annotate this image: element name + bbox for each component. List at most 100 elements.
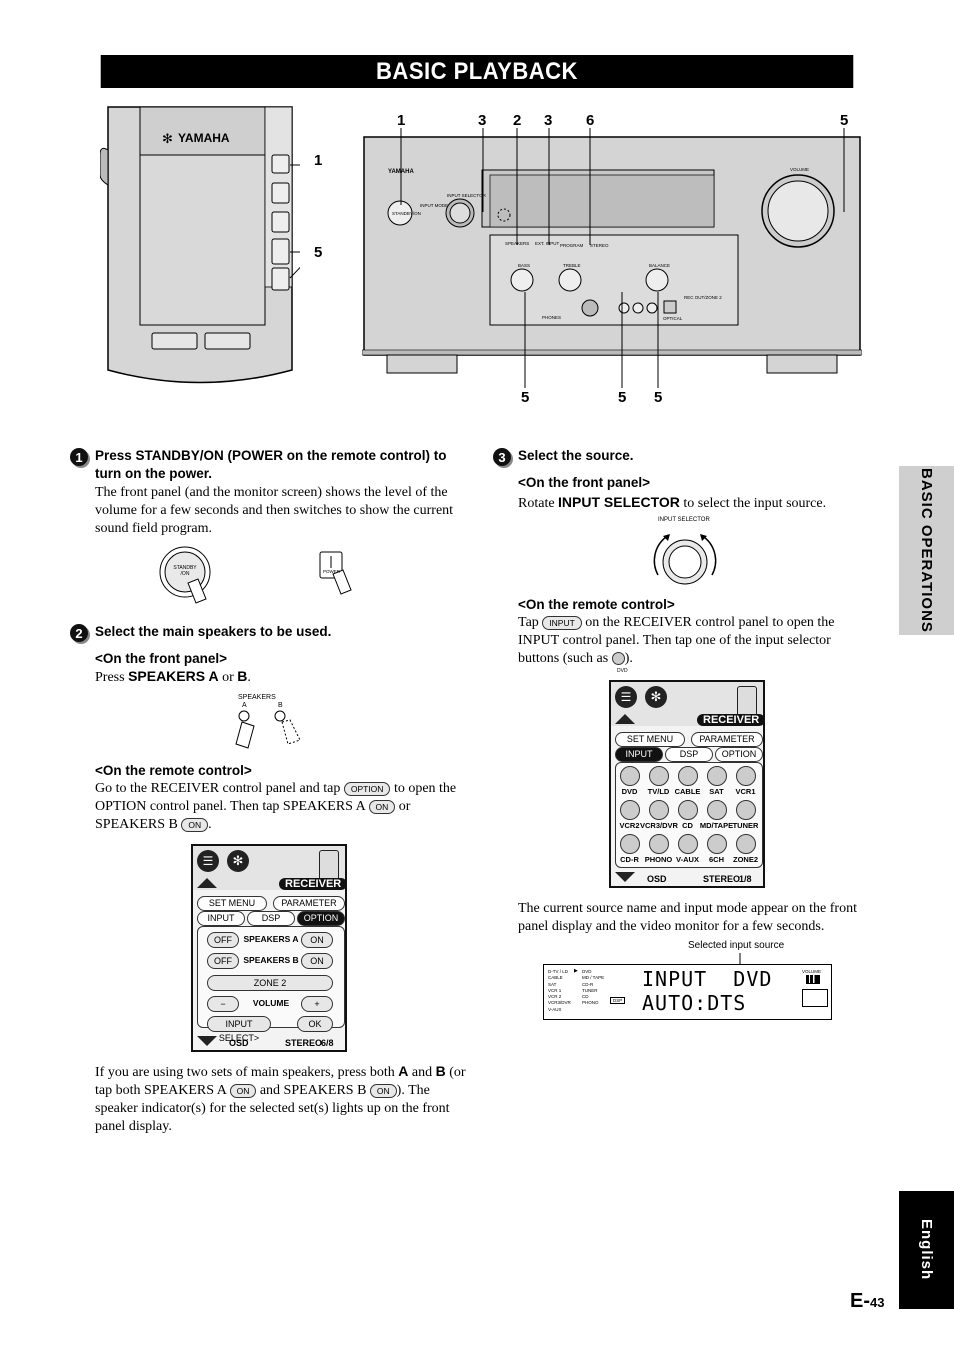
speakers-b-row-label: SPEAKERS B	[243, 955, 299, 965]
input-button-tv-ld[interactable]: TV/LD	[644, 766, 673, 798]
yamaha-logo: YAMAHA	[178, 131, 230, 145]
input-button-cable[interactable]: CABLE	[673, 766, 702, 798]
input-button-v-aux[interactable]: V-AUX	[673, 834, 702, 866]
callout-top-2: 2	[513, 112, 522, 129]
stereo-label: STEREO	[703, 874, 741, 884]
zone2-button[interactable]: ZONE 2	[207, 975, 333, 991]
speakers-illus-a: A	[242, 702, 247, 709]
input-button-circle[interactable]	[649, 834, 669, 854]
input-button-sat[interactable]: SAT	[702, 766, 731, 798]
input-button-label: TV/LD	[647, 787, 670, 796]
input-button-circle[interactable]	[678, 834, 698, 854]
ext-input-label: EXT. INPUT	[535, 241, 560, 246]
speakers-a-on-button[interactable]: ON	[301, 932, 333, 948]
tab-set-menu[interactable]: SET MENU	[197, 896, 267, 911]
input-button-label: MD/TAPE	[699, 821, 734, 830]
input-button-cd-r[interactable]: CD-R	[615, 834, 644, 866]
input-button-circle[interactable]	[736, 834, 756, 854]
input-button-circle[interactable]	[707, 800, 727, 820]
display-volume-label: VOLUME	[802, 969, 822, 974]
section-tab: BASIC OPERATIONS	[899, 466, 954, 635]
tab-parameter[interactable]: PARAMETER	[273, 896, 345, 911]
input-button-label: CABLE	[674, 787, 701, 796]
callout-top-1: 1	[397, 112, 406, 129]
input-button-vcr2[interactable]: VCR2	[615, 800, 644, 832]
yamaha-emblem-icon[interactable]: ✻	[227, 850, 249, 872]
input-button-circle[interactable]	[620, 800, 640, 820]
tab-dsp[interactable]: DSP	[247, 911, 295, 926]
tab-dsp[interactable]: DSP	[665, 747, 713, 762]
input-button-zone2[interactable]: ZONE2	[731, 834, 760, 866]
input-button-circle[interactable]	[736, 766, 756, 786]
osd-label[interactable]: OSD	[229, 1038, 249, 1048]
tab-input[interactable]: INPUT	[197, 911, 245, 926]
input-button-circle[interactable]	[649, 800, 669, 820]
source-item: PHONO	[582, 1000, 599, 1006]
callout-bottom-5a: 5	[521, 389, 530, 406]
volume-plus-button[interactable]: +	[301, 996, 333, 1012]
tab-set-menu[interactable]: SET MENU	[615, 732, 685, 747]
input-button-cd[interactable]: CD	[673, 800, 702, 832]
tab-option[interactable]: OPTION	[297, 911, 345, 926]
speakers-b-on-button[interactable]: ON	[301, 953, 333, 969]
ok-button[interactable]: OK	[297, 1016, 333, 1032]
volume-minus-button[interactable]: −	[207, 996, 239, 1012]
input-button-label: VCR3/DVR	[640, 821, 678, 830]
step-1-body: The front panel (and the monitor screen)…	[95, 485, 454, 536]
callout-remote-power: 1	[314, 152, 323, 169]
source-item: VCR 1	[548, 987, 562, 993]
step-3-front-head: <On the front panel>	[518, 475, 651, 490]
menu-icon[interactable]: ☰	[197, 850, 219, 872]
optical-label: OPTICAL	[663, 316, 683, 321]
input-button-circle[interactable]	[678, 800, 698, 820]
dvd-circle-icon	[611, 652, 625, 666]
input-button-md-tape[interactable]: MD/TAPE	[700, 800, 733, 832]
input-button-vcr1[interactable]: VCR1	[731, 766, 760, 798]
tab-input[interactable]: INPUT	[615, 747, 663, 762]
power-button-illustration: POWER	[317, 550, 357, 598]
down-arrow-icon[interactable]	[197, 1036, 217, 1046]
receiver-header: RECEIVER	[697, 714, 763, 726]
input-button-circle[interactable]	[620, 766, 640, 786]
input-button-circle[interactable]	[678, 766, 698, 786]
receiver-header: RECEIVER	[279, 878, 345, 890]
input-button-circle[interactable]	[620, 834, 640, 854]
input-button-label: TUNER	[732, 821, 759, 830]
input-button-vcr3-dvr[interactable]: VCR3/DVR	[640, 800, 678, 832]
input-button-circle[interactable]	[707, 834, 727, 854]
input-button-6ch[interactable]: 6CH	[702, 834, 731, 866]
input-button-circle[interactable]	[707, 766, 727, 786]
yamaha-emblem-icon[interactable]: ✻	[645, 686, 667, 708]
tab-option[interactable]: OPTION	[715, 747, 763, 762]
input-button-label: VCR2	[619, 821, 640, 830]
speakers-b-off-button[interactable]: OFF	[207, 953, 239, 969]
tab-parameter[interactable]: PARAMETER	[691, 732, 763, 747]
speakers-a-off-button[interactable]: OFF	[207, 932, 239, 948]
input-select-button[interactable]: INPUT SELECT>	[207, 1016, 271, 1043]
input-button-label: ZONE2	[732, 855, 758, 864]
step-2-front-text: Press SPEAKERS A or B.	[95, 668, 251, 685]
input-button-phono[interactable]: PHONO	[644, 834, 673, 866]
up-arrow-icon[interactable]	[197, 878, 217, 888]
input-button-circle[interactable]	[649, 766, 669, 786]
menu-icon[interactable]: ☰	[615, 686, 637, 708]
input-button-label: PHONO	[644, 855, 673, 864]
input-button-dvd[interactable]: DVD	[615, 766, 644, 798]
osd-label[interactable]: OSD	[647, 874, 667, 884]
power-illus-label: POWER	[323, 569, 341, 574]
up-arrow-icon[interactable]	[615, 714, 635, 724]
input-button-circle[interactable]	[736, 800, 756, 820]
step-2-both-text: If you are using two sets of main speake…	[95, 1063, 466, 1134]
treble-label: TREBLE	[563, 263, 581, 268]
down-arrow-icon[interactable]	[615, 872, 635, 882]
input-selector-illustration: INPUT SELECTOR	[648, 515, 723, 595]
yamaha-emblem-icon: ✻	[162, 131, 173, 146]
step-3-front-text: Rotate INPUT SELECTOR to select the inpu…	[518, 494, 827, 511]
option-button-inline: OPTION	[343, 781, 391, 796]
input-button-tuner[interactable]: TUNER	[731, 800, 760, 832]
source-item: CD	[582, 994, 589, 1000]
source-item: D-TV / LD	[548, 969, 569, 974]
